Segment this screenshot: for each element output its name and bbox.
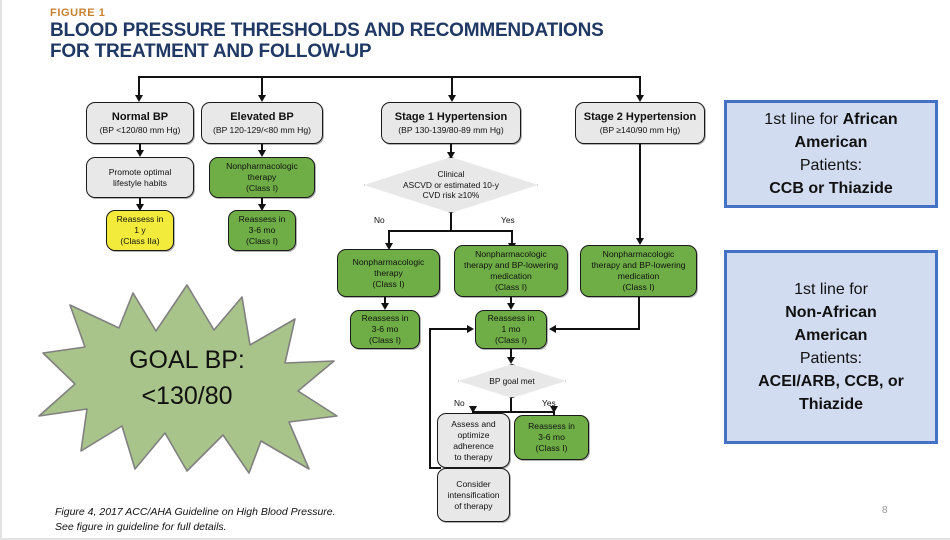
edge-label-no-ascvd: No <box>374 215 385 225</box>
decision-ascvd-risk[interactable]: Clinical ASCVD or estimated 10-y CVD ris… <box>364 157 538 213</box>
connector-normal-1 <box>139 144 141 151</box>
feedback-loop-riser <box>429 329 431 468</box>
source-footnote: Figure 4, 2017 ACC/AHA Guideline on High… <box>55 505 395 535</box>
source-footnote-line1: Figure 4, 2017 ACC/AHA Guideline on High… <box>55 506 336 518</box>
node-reassess-3-6mo-stage1[interactable]: Reassess in 3-6 mo (Class I) <box>350 310 420 349</box>
decision-ascvd-label: Clinical ASCVD or estimated 10-y CVD ris… <box>403 169 499 201</box>
decision-bp-goal-label: BP goal met <box>489 375 535 386</box>
callout-aa-line1-bold: African <box>842 111 898 128</box>
node-reassess-1mo[interactable]: Reassess in 1 mo (Class I) <box>475 310 547 349</box>
connector-stage2-down <box>638 297 640 329</box>
top-bus-drop-elevated <box>261 76 263 95</box>
decision-bp-goal-met[interactable]: BP goal met <box>458 364 566 398</box>
arrow-feedback-into-1mo <box>467 324 474 333</box>
top-bus-drop-stage2 <box>639 76 641 95</box>
node-stage1-nonpharm-only[interactable]: Nonpharmacologic therapy (Class I) <box>337 249 440 297</box>
node-stage1-nonpharm-plus-med[interactable]: Nonpharmacologic therapy and BP-lowering… <box>454 245 568 297</box>
node-stage2-sub: (BP ≥140/90 mm Hg) <box>599 124 681 135</box>
node-reassess-1y[interactable]: Reassess in 1 y (Class IIa) <box>106 210 174 251</box>
connector-stage1-yes-to-1mo <box>510 297 512 304</box>
arrow-normal-2 <box>135 204 144 211</box>
arrow-normal-1 <box>135 150 144 157</box>
callout-non-african-american[interactable]: 1st line for Non-African American Patien… <box>724 250 938 444</box>
callout-naa-line2: Non-African <box>785 304 877 321</box>
node-stage2-nonpharm-plus-med[interactable]: Nonpharmacologic therapy and BP-lowering… <box>580 245 697 297</box>
figure-label: FIGURE 1 <box>50 7 106 19</box>
node-normal-bp-title: Normal BP <box>111 110 169 123</box>
connector-stage1-1 <box>450 144 452 155</box>
connector-goal-yes <box>553 411 555 415</box>
callout-aa-line2: American <box>794 134 868 151</box>
node-stage1-hypertension[interactable]: Stage 1 Hypertension (BP 130-139/80-89 m… <box>381 102 521 144</box>
arrow-1mo-to-goal <box>506 357 515 364</box>
node-stage2-hypertension[interactable]: Stage 2 Hypertension (BP ≥140/90 mm Hg) <box>575 102 705 144</box>
node-reassess-3-6mo-elevated[interactable]: Reassess in 3-6 mo (Class I) <box>228 210 296 251</box>
callout-naa-line4: Patients: <box>799 350 863 367</box>
connector-stage2-left <box>556 328 640 330</box>
top-bus-drop-stage1 <box>451 76 453 95</box>
edge-label-no-goal: No <box>454 398 465 408</box>
connector-elevated-2 <box>261 198 263 205</box>
connector-elevated-1 <box>261 144 263 151</box>
arrow-stage1-no-followup <box>380 303 389 310</box>
arrow-stage2-into-1mo <box>549 324 556 333</box>
connector-normal-2 <box>139 198 141 205</box>
node-elevated-nonpharm[interactable]: Nonpharmacologic therapy (Class I) <box>209 157 315 198</box>
arrow-stage1-1 <box>446 152 455 159</box>
page-title: BLOOD PRESSURE THRESHOLDS AND RECOMMENDA… <box>50 20 610 62</box>
goal-bp-starburst: GOAL BP: <130/80 <box>37 283 338 474</box>
node-assess-adherence[interactable]: Assess and optimize adherence to therapy <box>437 413 510 468</box>
connector-decision-yes <box>511 230 513 244</box>
node-normal-bp[interactable]: Normal BP (BP <120/80 mm Hg) <box>86 102 194 144</box>
arrow-stage2-1 <box>635 238 644 245</box>
page-number: 8 <box>882 505 888 516</box>
feedback-loop-bottom <box>429 467 441 469</box>
top-bus-horizontal <box>139 76 641 78</box>
arrow-decision-no <box>384 243 393 250</box>
arrow-elevated-1 <box>257 150 266 157</box>
connector-stage1-no-followup <box>384 297 386 304</box>
callout-aa-line4: CCB or Thiazide <box>769 180 893 197</box>
connector-decision-split <box>388 230 513 232</box>
arrow-to-elevated-bp <box>257 95 266 102</box>
node-elevated-bp-title: Elevated BP <box>230 110 294 123</box>
callout-naa-line3: American <box>794 327 868 344</box>
node-goal-met-reassess[interactable]: Reassess in 3-6 mo (Class I) <box>514 415 589 460</box>
arrow-to-stage1 <box>447 95 456 102</box>
callout-african-american[interactable]: 1st line for African American Patients: … <box>724 100 938 208</box>
arrow-goal-yes <box>549 406 558 413</box>
callout-naa-line1: 1st line for <box>794 281 868 298</box>
connector-stage2-1 <box>639 144 641 239</box>
arrow-to-normal-bp <box>134 95 143 102</box>
arrow-goal-no <box>468 406 477 413</box>
connector-goal-stem <box>510 398 512 412</box>
node-elevated-bp-sub: (BP 120-129/<80 mm Hg) <box>212 124 311 135</box>
connector-1mo-to-goal <box>510 349 512 358</box>
node-stage1-title: Stage 1 Hypertension <box>394 110 508 123</box>
page-title-line2: FOR TREATMENT AND FOLLOW-UP <box>50 41 372 62</box>
callout-naa-line5: ACEI/ARB, CCB, or <box>758 373 904 390</box>
node-promote-lifestyle[interactable]: Promote optimal lifestyle habits <box>86 157 194 198</box>
node-consider-intensification[interactable]: Consider intensification of therapy <box>437 468 510 522</box>
arrow-elevated-2 <box>257 204 266 211</box>
page-title-line1: BLOOD PRESSURE THRESHOLDS AND RECOMMENDA… <box>50 20 604 41</box>
connector-decision-no <box>388 230 390 244</box>
source-footnote-line2: See figure in guideline for full details… <box>55 521 227 533</box>
node-normal-bp-sub: (BP <120/80 mm Hg) <box>99 124 181 135</box>
node-stage1-sub: (BP 130-139/80-89 mm Hg) <box>398 124 504 135</box>
connector-decision-stem <box>450 213 452 231</box>
node-elevated-bp[interactable]: Elevated BP (BP 120-129/<80 mm Hg) <box>201 102 323 144</box>
callout-aa-line3: Patients: <box>799 157 863 174</box>
arrow-stage1-yes-to-1mo <box>506 303 515 310</box>
connector-goal-split <box>472 411 555 413</box>
arrow-to-stage2 <box>635 95 644 102</box>
feedback-loop-top <box>429 328 468 330</box>
starburst-shape <box>38 284 338 474</box>
callout-aa-line1: 1st line for <box>764 111 843 128</box>
node-stage2-title: Stage 2 Hypertension <box>583 110 697 123</box>
edge-label-yes-goal: Yes <box>542 398 556 408</box>
edge-label-yes-ascvd: Yes <box>501 215 515 225</box>
callout-naa-line6: Thiazide <box>798 396 863 413</box>
top-bus-drop-normal <box>138 76 140 95</box>
